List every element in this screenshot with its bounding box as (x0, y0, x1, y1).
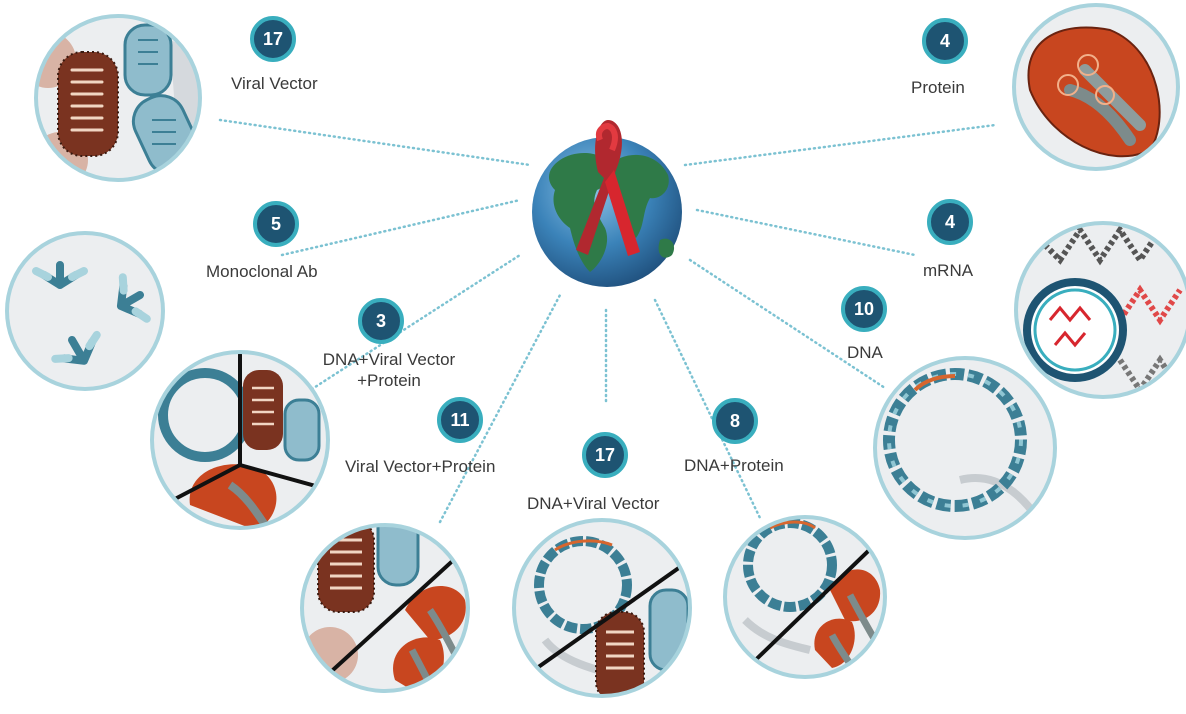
label-protein: Protein (911, 78, 965, 98)
count-badge-dna-protein: 8 (712, 398, 758, 444)
viral-vector-illustration (20, 16, 220, 188)
count-badge-vv-protein: 11 (437, 397, 483, 443)
label-dna-protein: DNA+Protein (684, 456, 784, 476)
label-vv-protein: Viral Vector+Protein (345, 457, 495, 477)
label-dna: DNA (847, 343, 883, 363)
label-monoclonal-ab: Monoclonal Ab (206, 262, 318, 282)
count-badge-dna-vv: 17 (582, 432, 628, 478)
protein-illustration (1014, 5, 1178, 169)
count-badge-monoclonal-ab: 5 (253, 201, 299, 247)
count-badge-mrna: 4 (927, 199, 973, 245)
connector-protein (685, 125, 995, 165)
connector-monoclonal-ab (282, 200, 520, 255)
dna-viral-vector-protein-illustration (150, 350, 330, 530)
globe-with-awareness-ribbon-icon (532, 120, 682, 287)
count-badge-viral-vector: 17 (250, 16, 296, 62)
label-dna-vv: DNA+Viral Vector (527, 494, 659, 514)
label-viral-vector: Viral Vector (231, 74, 318, 94)
count-badge-dna: 10 (841, 286, 887, 332)
dna-viral-vector-illustration (514, 520, 690, 702)
label-mrna: mRNA (923, 261, 973, 281)
dna-protein-illustration (725, 517, 890, 677)
count-badge-protein: 4 (922, 18, 968, 64)
mrna-illustration (1016, 223, 1186, 397)
count-badge-dna-vv-protein: 3 (358, 298, 404, 344)
label-dna-vv-protein: DNA+Viral Vector +Protein (309, 349, 469, 391)
connector-mrna (697, 210, 915, 255)
connector-viral-vector (220, 120, 530, 165)
dna-illustration (875, 358, 1055, 540)
viral-vector-protein-illustration (300, 505, 470, 700)
monoclonal-ab-illustration (7, 233, 163, 389)
